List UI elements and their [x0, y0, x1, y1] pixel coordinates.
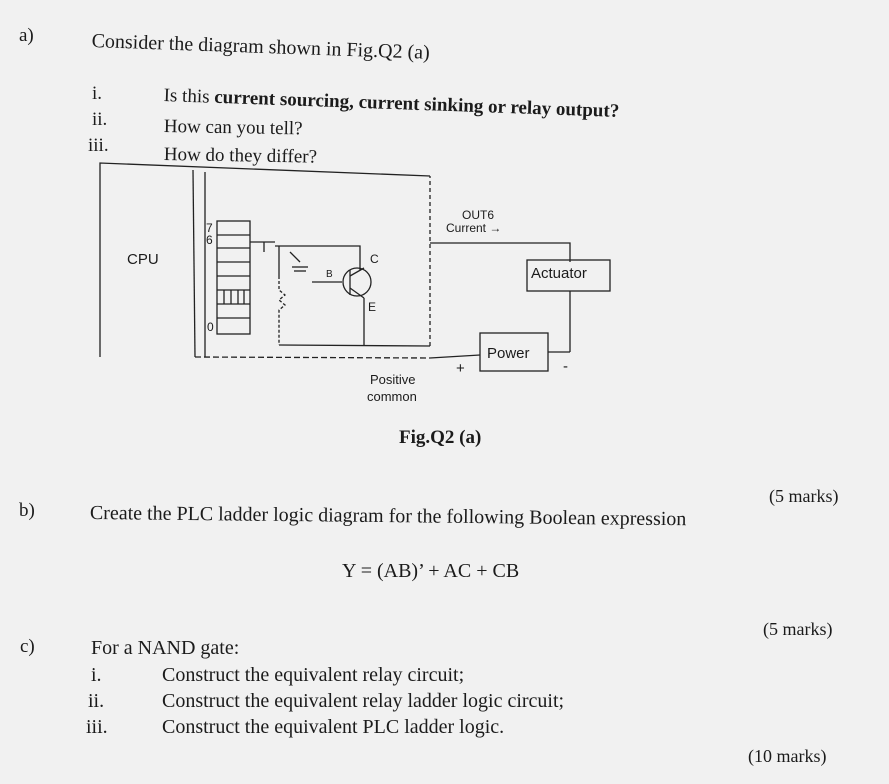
part-b-label: b) [19, 500, 35, 521]
question-i-number: i. [92, 83, 103, 104]
plc-module-outline [99, 162, 431, 357]
part-c-label: c) [20, 636, 35, 657]
part-c-prompt: For a NAND gate: [91, 637, 240, 659]
common-label: common [367, 389, 417, 404]
part-c-marks: (10 marks) [748, 746, 827, 766]
bit-6-label: 6 [206, 233, 213, 247]
current-label: Current → [446, 221, 502, 235]
part-b-marks: (5 marks) [763, 619, 833, 639]
transistor-emitter-label: E [368, 300, 377, 314]
power-to-common-wire [429, 354, 481, 359]
question-iii-number: iii. [88, 135, 109, 156]
part-c-item-iii-number: iii. [86, 716, 108, 738]
part-c-item-iii-text: Construct the equivalent PLC ladder logi… [162, 716, 505, 738]
transistor-base-label: B [326, 269, 333, 280]
positive-label: Positive [370, 372, 416, 387]
bit-7-label: 7 [206, 221, 213, 235]
question-ii-number: ii. [92, 109, 108, 130]
actuator-label: Actuator [531, 265, 587, 282]
part-c-item-i-number: i. [91, 664, 102, 686]
figure-caption: Fig.Q2 (a) [399, 427, 482, 448]
transistor-collector-label: C [370, 252, 379, 266]
part-c-item-ii-text: Construct the equivalent relay ladder lo… [162, 690, 565, 712]
cpu-divider [192, 169, 196, 358]
collector-wire [275, 245, 361, 270]
output-register [216, 220, 251, 335]
plc-bottom-edge [194, 356, 431, 359]
transistor-circle [342, 267, 372, 297]
power-minus-sign: - [563, 358, 568, 375]
out6-wire [430, 242, 571, 262]
power-plus-sign: + [456, 360, 465, 377]
out6-label: OUT6 [462, 208, 495, 222]
bit-0-label: 0 [207, 320, 214, 334]
part-a-label: a) [19, 25, 34, 46]
current-sourcing-circuit-diagram [99, 162, 611, 372]
power-label: Power [487, 345, 530, 362]
part-c-item-ii-number: ii. [88, 690, 105, 712]
part-a-marks: (5 marks) [769, 486, 839, 506]
base-resistor [277, 276, 287, 345]
boolean-expression: Y = (AB)’ + AC + CB [342, 560, 520, 582]
actuator-box [526, 259, 611, 292]
part-c-item-i-text: Construct the equivalent relay circuit; [162, 664, 465, 686]
part-b-prompt: Create the PLC ladder logic diagram for … [89, 502, 687, 531]
cpu-label: CPU [127, 251, 159, 268]
